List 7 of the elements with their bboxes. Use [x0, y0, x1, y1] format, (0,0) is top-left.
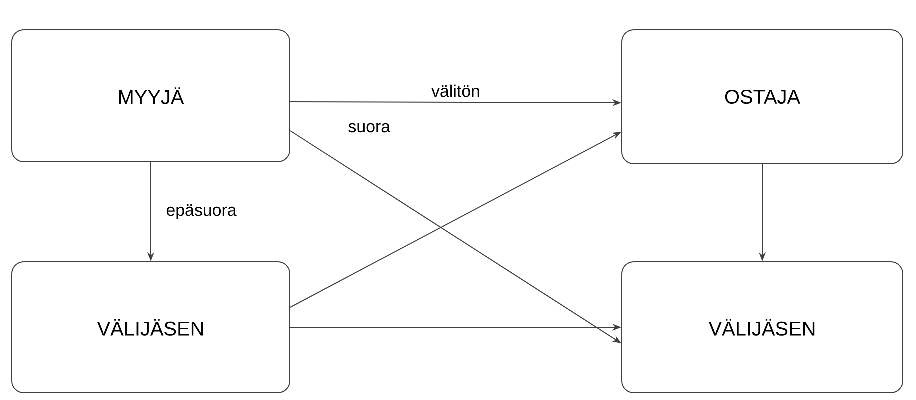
process-box: OSTAJA	[622, 30, 904, 164]
edge-label: epäsuora	[166, 204, 237, 220]
process-box: MYYJÄ	[12, 30, 290, 162]
process-box: VÄLIJÄSEN	[12, 262, 290, 394]
line-note: suora	[348, 123, 391, 133]
process-box: VÄLIJÄSEN	[622, 262, 904, 394]
edge-label: välitön	[432, 84, 480, 98]
